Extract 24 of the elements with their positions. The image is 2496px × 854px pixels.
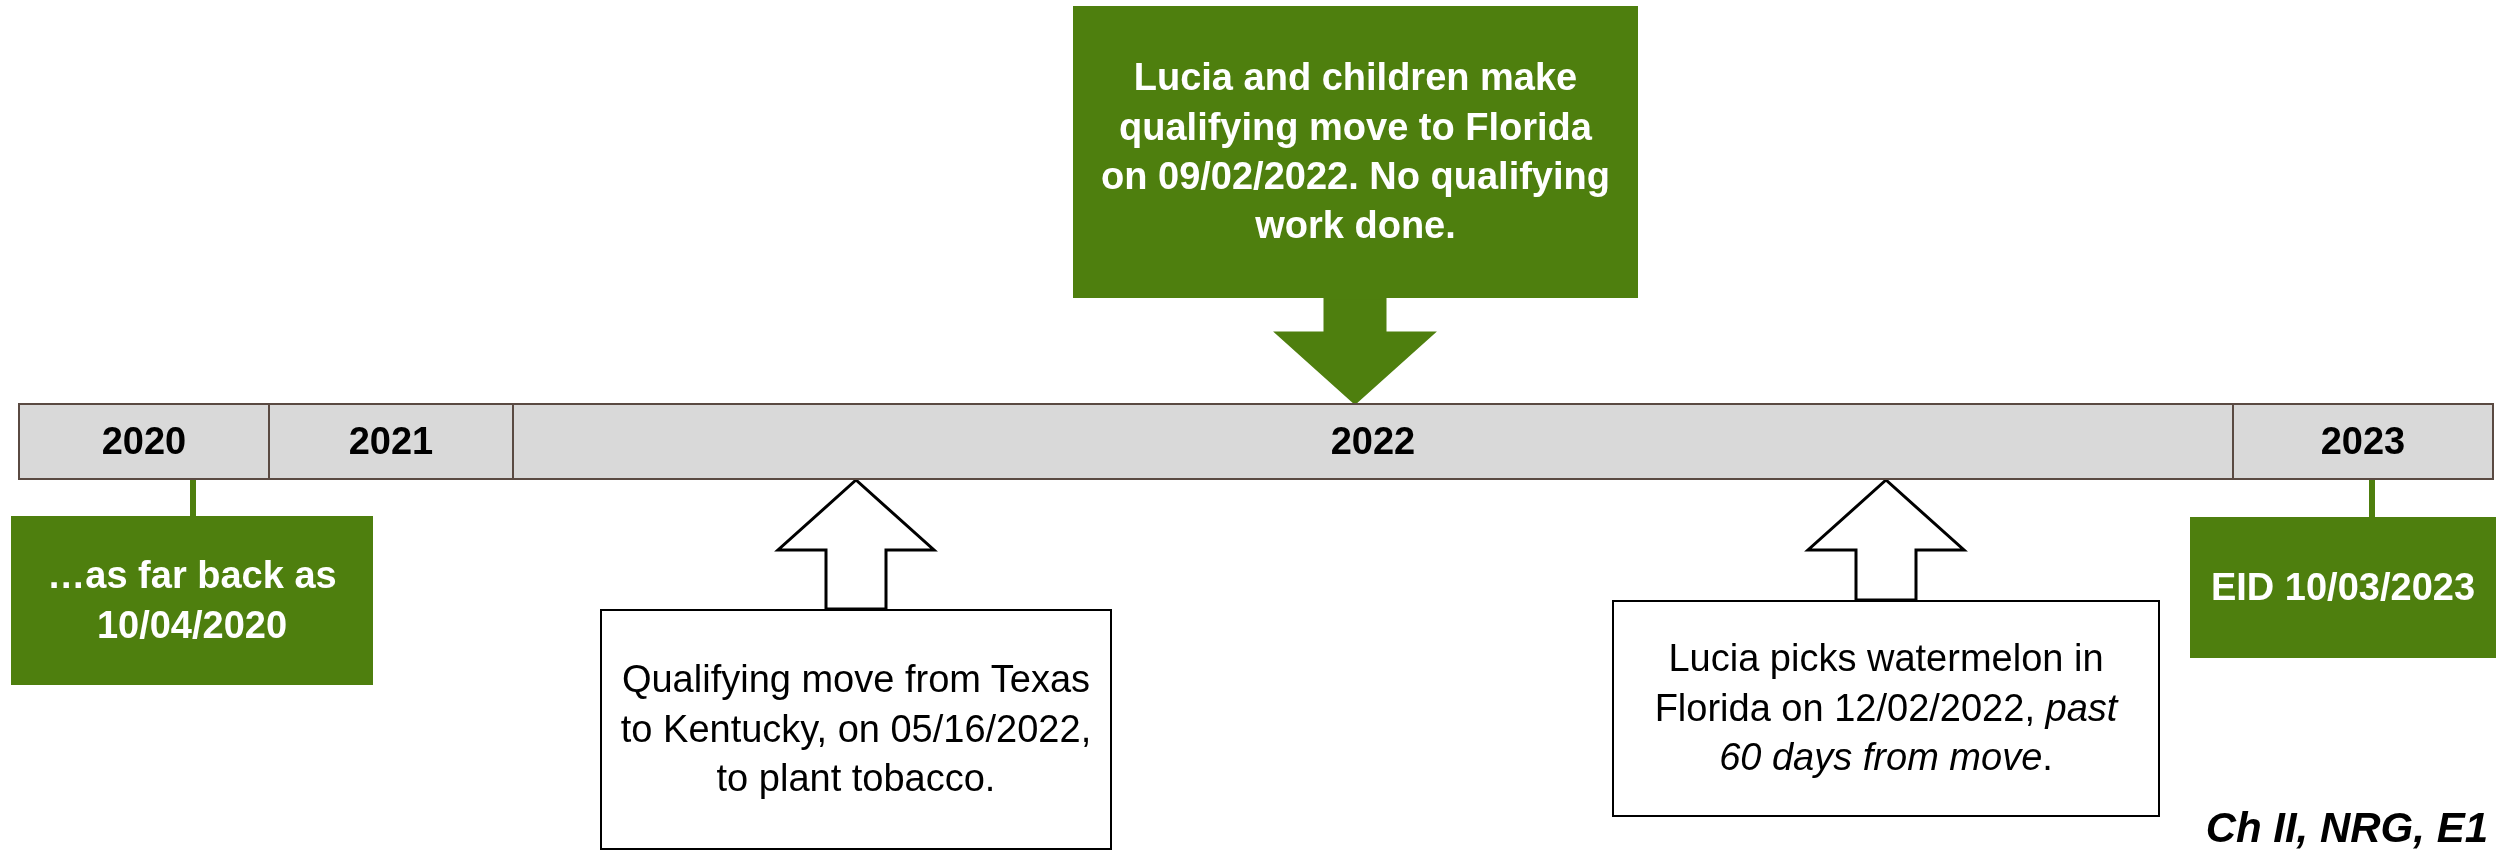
block-arrow (1273, 296, 1437, 405)
reference-note: Ch II, NRG, E1 (2205, 804, 2488, 852)
event-box (2190, 517, 2496, 658)
timeline-segment (268, 403, 514, 480)
year-label: 2020 (101, 420, 187, 463)
timeline-segment (512, 403, 2234, 480)
callout-box (1612, 600, 2160, 817)
event-text: …as far back as 10/04/2020 (46, 553, 338, 648)
timeline-segment (2232, 403, 2494, 480)
event-box (1073, 6, 1638, 298)
block-arrow (1804, 478, 1968, 602)
block-arrow (774, 478, 938, 611)
timeline-segment (18, 403, 270, 480)
event-text: Lucia and children make qualifying move to Florida on 09/02/2022. No qualifying work done. (1100, 55, 1611, 249)
event-text: Qualifying move from Texas to Kentucky, on 05/16/2022, to plant tobacco. (619, 657, 1093, 802)
year-label: 2022 (1330, 420, 1416, 463)
connector-line (190, 480, 196, 516)
callout-box (600, 609, 1112, 850)
year-label: 2021 (348, 420, 434, 463)
event-box (11, 516, 373, 685)
event-text: EID 10/03/2023 (2210, 564, 2476, 610)
connector-line (2369, 480, 2375, 517)
year-label: 2023 (2320, 420, 2406, 463)
event-text: Lucia picks watermelon in Florida on 12/02/2022, past 60 days from move. (1653, 636, 2120, 781)
